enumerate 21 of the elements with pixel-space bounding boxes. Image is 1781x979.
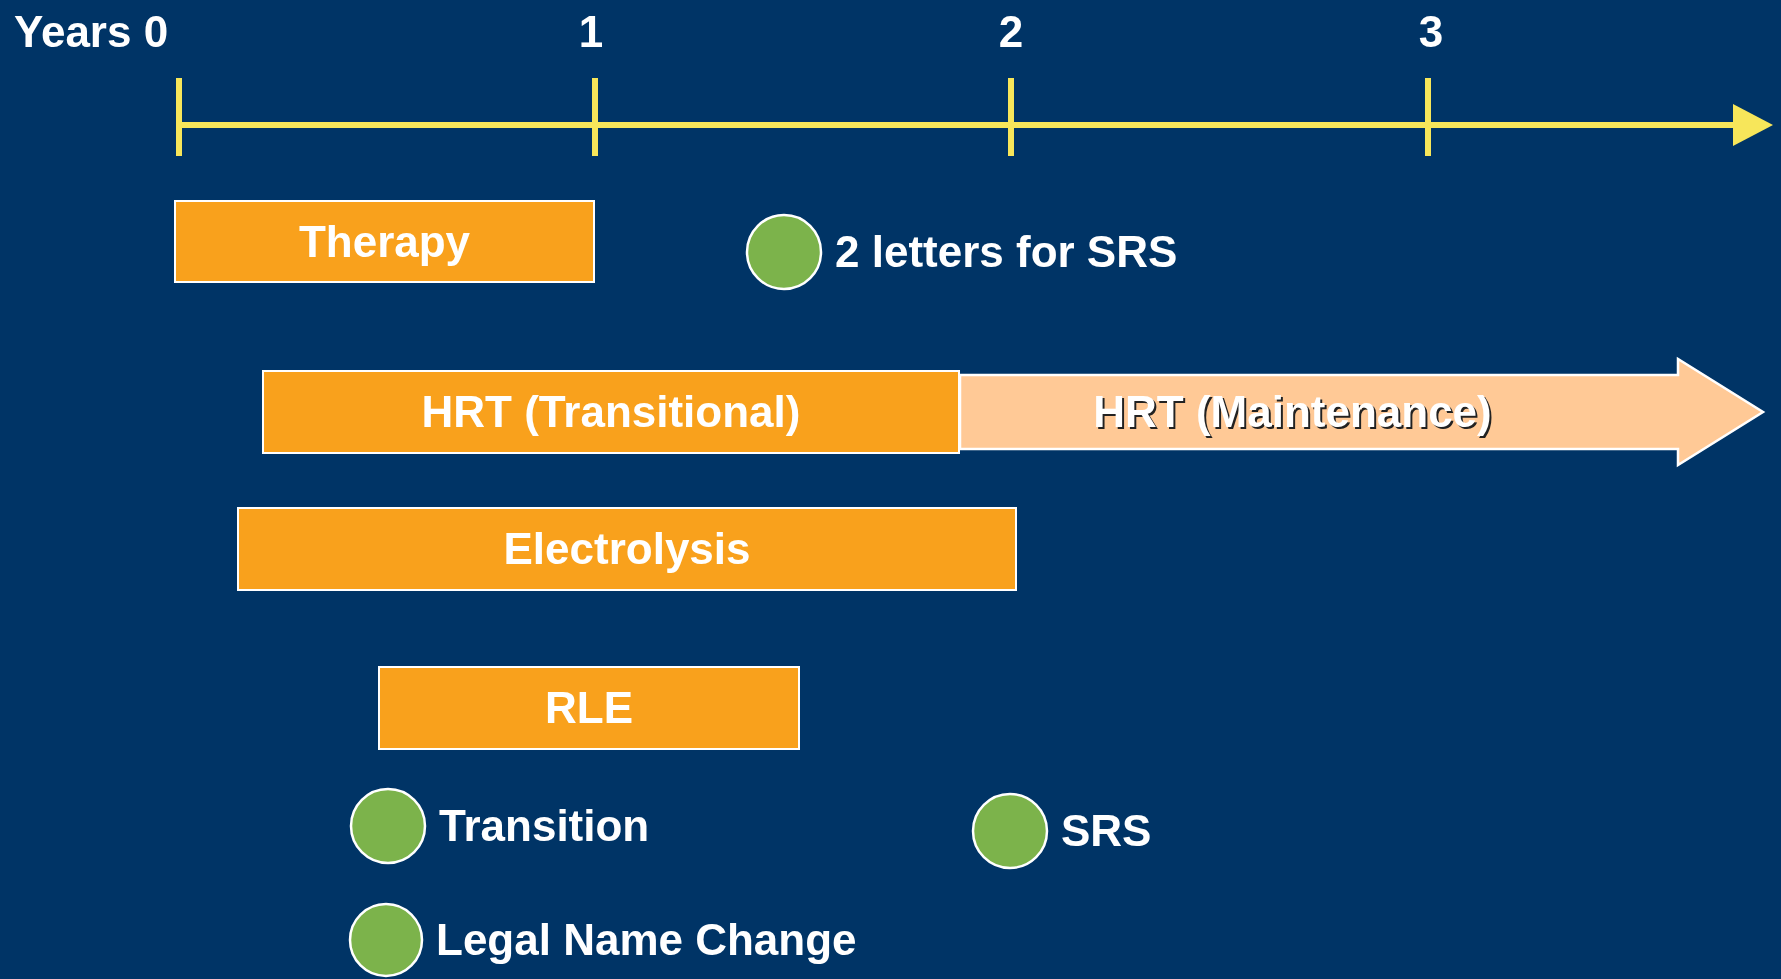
axis-label: 1: [578, 10, 604, 54]
timeline-bar: [262, 370, 960, 454]
timeline-bar: [174, 200, 595, 283]
bar-label: Therapy: [298, 219, 471, 264]
milestone-dot: [745, 213, 823, 291]
axis-label: 2: [998, 10, 1024, 54]
milestone-dot: [971, 792, 1049, 870]
milestone-label: 2 letters for SRS: [835, 230, 1178, 274]
milestone-label: SRS: [1061, 809, 1152, 853]
timeline-bar: [378, 666, 800, 750]
bar-label: HRT (Maintenance): [1093, 390, 1492, 434]
timeline-bar: [237, 507, 1017, 591]
bar-label: HRT (Transitional): [421, 390, 801, 434]
milestone-label: Transition: [439, 804, 650, 848]
bar-label: RLE: [545, 686, 633, 730]
milestone-label: Legal Name Change: [436, 918, 857, 962]
milestone-dot: [349, 787, 427, 865]
milestone-dot: [348, 902, 424, 978]
bar-label: Electrolysis: [503, 527, 751, 571]
axis-label: 3: [1418, 10, 1444, 54]
axis-label: Years 0: [14, 10, 169, 54]
